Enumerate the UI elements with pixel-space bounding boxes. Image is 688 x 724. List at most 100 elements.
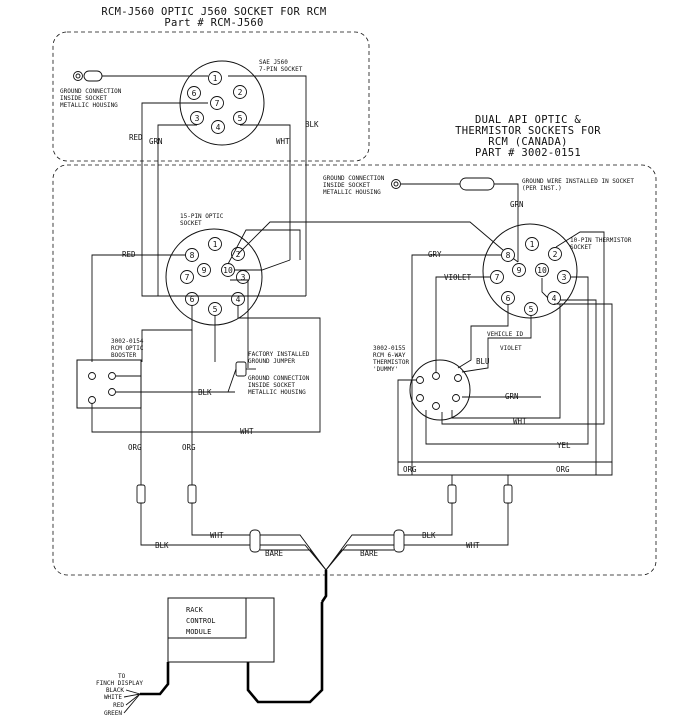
ground-top-label-1: GROUND CONNECTION — [323, 175, 385, 182]
svg-text:1: 1 — [213, 74, 218, 83]
optic-wire-red: RED — [122, 250, 136, 259]
svg-text:10: 10 — [537, 266, 547, 275]
finch-wire-white: WHITE — [104, 694, 122, 701]
wire-wht-long: WHT — [240, 427, 254, 436]
thermistor-pins: 1 2 3 4 5 6 7 8 9 10 — [490, 237, 571, 316]
module-label-box — [167, 597, 247, 639]
finch-wire-green: GREEN — [104, 710, 122, 717]
svg-text:5: 5 — [238, 114, 243, 123]
right-title-line4: PART # 3002-0151 — [475, 147, 581, 159]
dummy-label-2: RCM 6-WAY — [373, 352, 406, 359]
therm-wire-violet: VIOLET — [444, 273, 472, 282]
top-ground-label-1: GROUND CONNECTION — [60, 88, 122, 95]
j560-wire-red: RED — [129, 133, 143, 142]
jumper-label-2: GROUND JUMPER — [248, 358, 295, 365]
svg-text:3: 3 — [241, 273, 246, 282]
ground-wire-grn: GRN — [510, 200, 524, 209]
optic-pins: 1 2 3 4 5 6 7 8 9 10 — [180, 237, 250, 316]
jumper-label-1: FACTORY INSTALLED — [248, 351, 310, 358]
right-title-line2: THERMISTOR SOCKETS FOR — [455, 125, 601, 137]
jumper-label-4: INSIDE SOCKET — [248, 382, 295, 389]
module-label-2: CONTROL — [186, 617, 216, 625]
right-title-line3: RCM (CANADA) — [488, 136, 567, 148]
dummy-wire-wht: WHT — [513, 417, 527, 426]
svg-text:6: 6 — [506, 294, 511, 303]
therm-vehicle-id: VEHICLE ID — [487, 331, 524, 338]
svg-text:1: 1 — [530, 240, 535, 249]
svg-text:2: 2 — [238, 88, 243, 97]
thermistor-10pin-socket — [482, 223, 578, 319]
j560-wires — [141, 75, 307, 296]
wire-bare-left: BARE — [265, 549, 284, 558]
top-title-line1: RCM-J560 OPTIC J560 SOCKET FOR RCM — [101, 6, 326, 18]
svg-text:4: 4 — [552, 294, 557, 303]
ground-wire-icon — [391, 177, 519, 262]
wire-orange-1: ORG — [128, 443, 142, 452]
svg-text:6: 6 — [192, 89, 197, 98]
ground-jumper-icon — [227, 361, 256, 393]
booster-terminals — [88, 372, 235, 404]
top-ground-label-3: METALLIC HOUSING — [60, 102, 118, 109]
wire-white-left: WHT — [210, 531, 224, 540]
module-label-3: MODULE — [186, 628, 211, 636]
module-label-1: RACK — [186, 606, 204, 614]
ground-top-label-3: METALLIC HOUSING — [323, 189, 381, 196]
j560-label-2: 7-PIN SOCKET — [259, 66, 303, 73]
svg-text:5: 5 — [529, 305, 534, 314]
svg-text:7: 7 — [215, 99, 220, 108]
wire-black-left: BLK — [155, 541, 169, 550]
svg-text:7: 7 — [185, 273, 190, 282]
wire-bare-right: BARE — [360, 549, 379, 558]
svg-text:3: 3 — [195, 114, 200, 123]
svg-text:4: 4 — [216, 123, 221, 132]
optic-socket-label-2: SOCKET — [180, 220, 202, 227]
svg-text:5: 5 — [213, 305, 218, 314]
dummy-wire-blu: BLU — [476, 357, 490, 366]
svg-text:8: 8 — [190, 251, 195, 260]
svg-text:2: 2 — [553, 250, 558, 259]
j560-wire-blk: BLK — [305, 120, 319, 129]
svg-text:2: 2 — [236, 250, 241, 259]
dual-socket-section — [52, 164, 657, 576]
svg-text:3: 3 — [562, 273, 567, 282]
finch-label-1: TO — [118, 673, 126, 680]
rack-control-module — [167, 597, 275, 663]
j560-wire-wht: WHT — [276, 137, 290, 146]
therm-socket-label-1: 10-PIN THERMISTOR — [570, 237, 632, 244]
booster-label-2: RCM OPTIC — [111, 345, 144, 352]
wire-orange-3: ORG — [403, 465, 417, 474]
thermistor-wires — [397, 231, 613, 476]
therm-socket-label-2: SOCKET — [570, 244, 592, 251]
svg-text:8: 8 — [506, 251, 511, 260]
therm-violet-2: VIOLET — [500, 345, 522, 352]
finch-label-2: FINCH DISPLAY — [96, 680, 143, 687]
booster-label-3: BOOSTER — [111, 352, 137, 359]
svg-text:7: 7 — [495, 273, 500, 282]
svg-text:1: 1 — [213, 240, 218, 249]
thermistor-dummy-plug — [409, 359, 471, 421]
top-ground-label-2: INSIDE SOCKET — [60, 95, 107, 102]
svg-text:4: 4 — [236, 295, 241, 304]
j560-pins: 1 2 3 4 5 6 7 — [187, 71, 247, 134]
rcm-optic-booster — [76, 359, 142, 409]
dummy-label-3: THERMISTOR — [373, 359, 410, 366]
optic-15pin-socket — [165, 228, 263, 326]
finch-wire-red: RED — [113, 702, 124, 709]
wire-orange-2: ORG — [182, 443, 196, 452]
ground-top-label-2: INSIDE SOCKET — [323, 182, 370, 189]
booster-wire-blk: BLK — [198, 388, 212, 397]
svg-text:6: 6 — [190, 295, 195, 304]
optic-socket-label-1: 15-PIN OPTIC — [180, 213, 224, 220]
wire-white-right: WHT — [466, 541, 480, 550]
wire-black-right: BLK — [422, 531, 436, 540]
jumper-label-5: METALLIC HOUSING — [248, 389, 306, 396]
top-title-line2: Part # RCM-J560 — [164, 17, 263, 29]
svg-text:9: 9 — [202, 266, 207, 275]
jumper-label-3: GROUND CONNECTION — [248, 375, 310, 382]
ground-wire-note-1: GROUND WIRE INSTALLED IN SOCKET — [522, 178, 634, 185]
svg-text:10: 10 — [223, 266, 233, 275]
svg-text:9: 9 — [517, 266, 522, 275]
lower-harness — [136, 330, 613, 704]
ground-terminal-icon — [73, 70, 208, 82]
